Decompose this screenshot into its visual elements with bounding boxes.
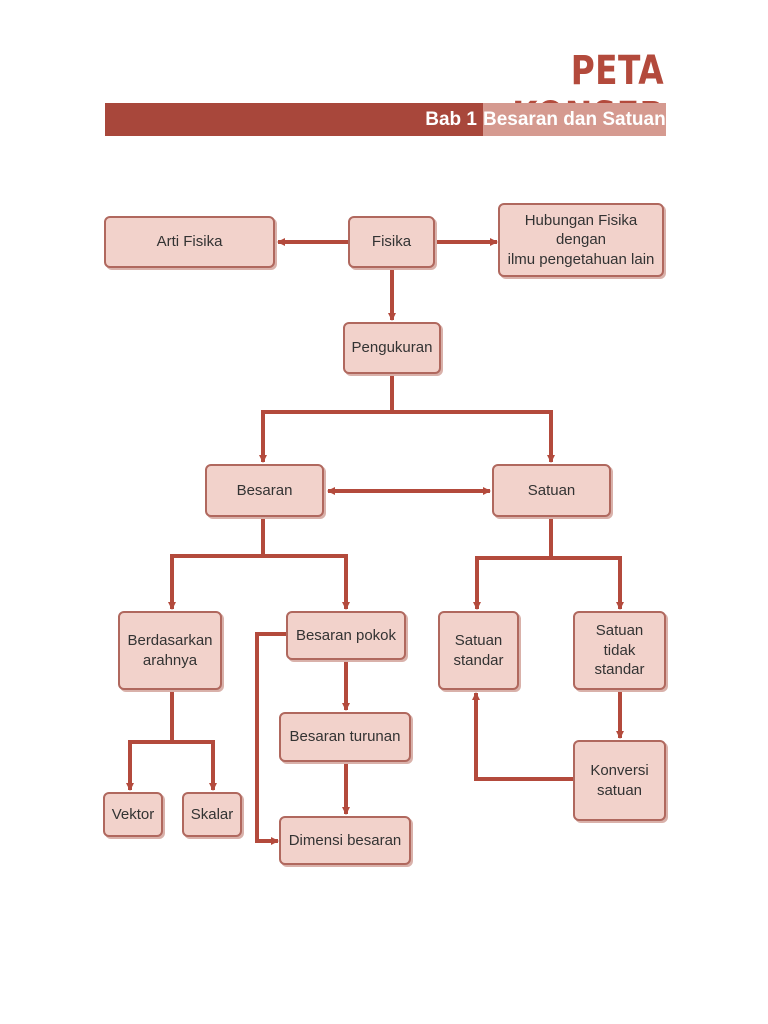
edge-besaran-pokok — [263, 554, 350, 610]
node-besaran-pokok: Besaran pokok — [286, 611, 406, 660]
node-dimensi-besaran: Dimensi besaran — [279, 816, 411, 865]
node-berdasarkan-arahnya: Berdasarkan arahnya — [118, 611, 222, 690]
edge-berdasarkan-vektor — [126, 691, 174, 791]
chapter-title: Besaran dan Satuan — [483, 103, 666, 136]
node-konversi-satuan: Konversi satuan — [573, 740, 666, 821]
edge-satuan-tidak-standar — [551, 556, 624, 610]
node-satuan-standar: Satuan standar — [438, 611, 519, 690]
node-satuan-tidak-standar: Satuan tidak standar — [573, 611, 666, 690]
edge-pengukuran-satuan — [392, 410, 555, 463]
edge-konversi-standar — [472, 692, 573, 781]
edge-pokok-dimensi — [255, 632, 286, 845]
node-vektor: Vektor — [103, 792, 163, 837]
chapter-banner: Bab 1 Besaran dan Satuan — [105, 103, 666, 136]
node-fisika: Fisika — [348, 216, 435, 268]
node-hubungan-fisika: Hubungan Fisika dengan ilmu pengetahuan … — [498, 203, 664, 277]
edge-besaran-berdasarkan — [168, 518, 265, 610]
node-satuan: Satuan — [492, 464, 611, 517]
node-besaran: Besaran — [205, 464, 324, 517]
chapter-number: Bab 1 — [105, 103, 483, 136]
edge-satuan-standar — [473, 518, 553, 610]
edge-berdasarkan-skalar — [172, 740, 217, 791]
node-skalar: Skalar — [182, 792, 242, 837]
edge-pengukuran-besaran — [259, 376, 394, 463]
node-besaran-turunan: Besaran turunan — [279, 712, 411, 762]
node-pengukuran: Pengukuran — [343, 322, 441, 374]
node-arti-fisika: Arti Fisika — [104, 216, 275, 268]
